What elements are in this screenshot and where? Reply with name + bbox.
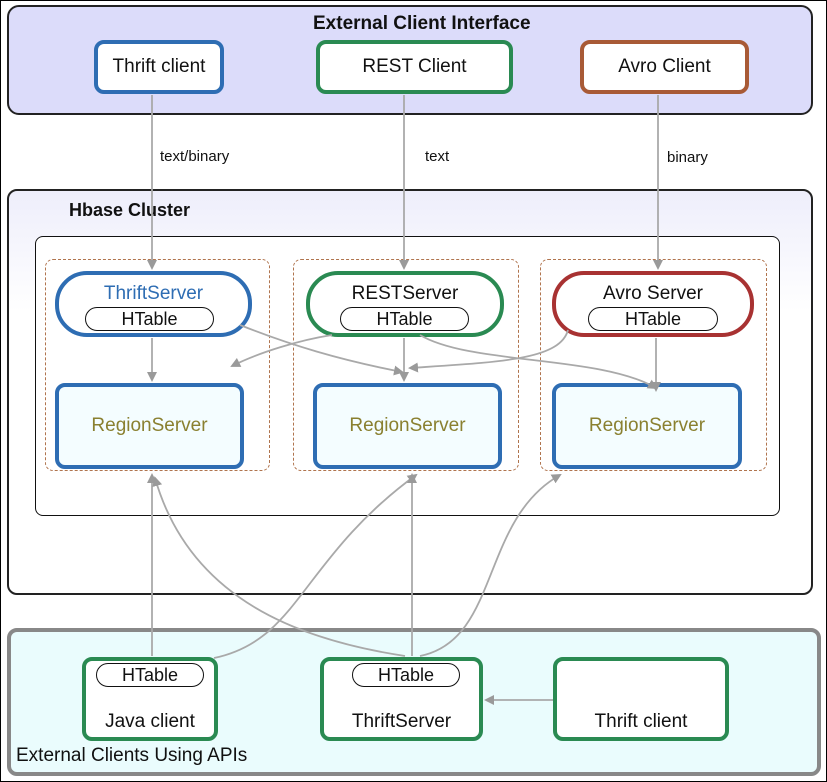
thrift-server-label: ThriftServer [103,283,204,304]
region-server-2-label: RegionServer [349,415,466,436]
java-client-label: Java client [105,711,195,732]
rest-server-label: RESTServer [351,283,459,304]
edge-label-binary: binary [667,149,708,166]
region-server-3[interactable]: RegionServer [552,383,742,469]
avro-client-box[interactable]: Avro Client [580,40,749,94]
thrift-server-htable: HTable [85,307,214,331]
thrift-client-label: Thrift client [112,56,206,77]
region-server-1-label: RegionServer [91,415,208,436]
edge-label-text: text [425,148,450,165]
avro-server-htable: HTable [588,307,718,331]
avro-client-label: Avro Client [618,56,711,77]
external-clients-title: External Clients Using APIs [16,745,248,766]
bottom-thrift-client-label: Thrift client [594,711,688,732]
bottom-thrift-client-box[interactable]: Thrift client [553,657,729,741]
rest-server-htable: HTable [340,307,469,331]
rest-client-label: REST Client [362,56,467,77]
region-server-1[interactable]: RegionServer [55,383,244,469]
external-client-interface-title: External Client Interface [313,13,531,34]
region-server-3-label: RegionServer [588,415,706,436]
bottom-thrift-server-label: ThriftServer [351,711,452,732]
java-client-htable: HTable [96,663,204,687]
bottom-thrift-server-htable: HTable [352,663,460,687]
avro-server-label: Avro Server [603,283,703,304]
thrift-client-box[interactable]: Thrift client [94,40,224,94]
hbase-cluster-title: Hbase Cluster [69,200,191,220]
rest-client-box[interactable]: REST Client [316,40,513,94]
edge-label-text-binary: text/binary [160,148,230,165]
region-server-2[interactable]: RegionServer [313,383,502,469]
